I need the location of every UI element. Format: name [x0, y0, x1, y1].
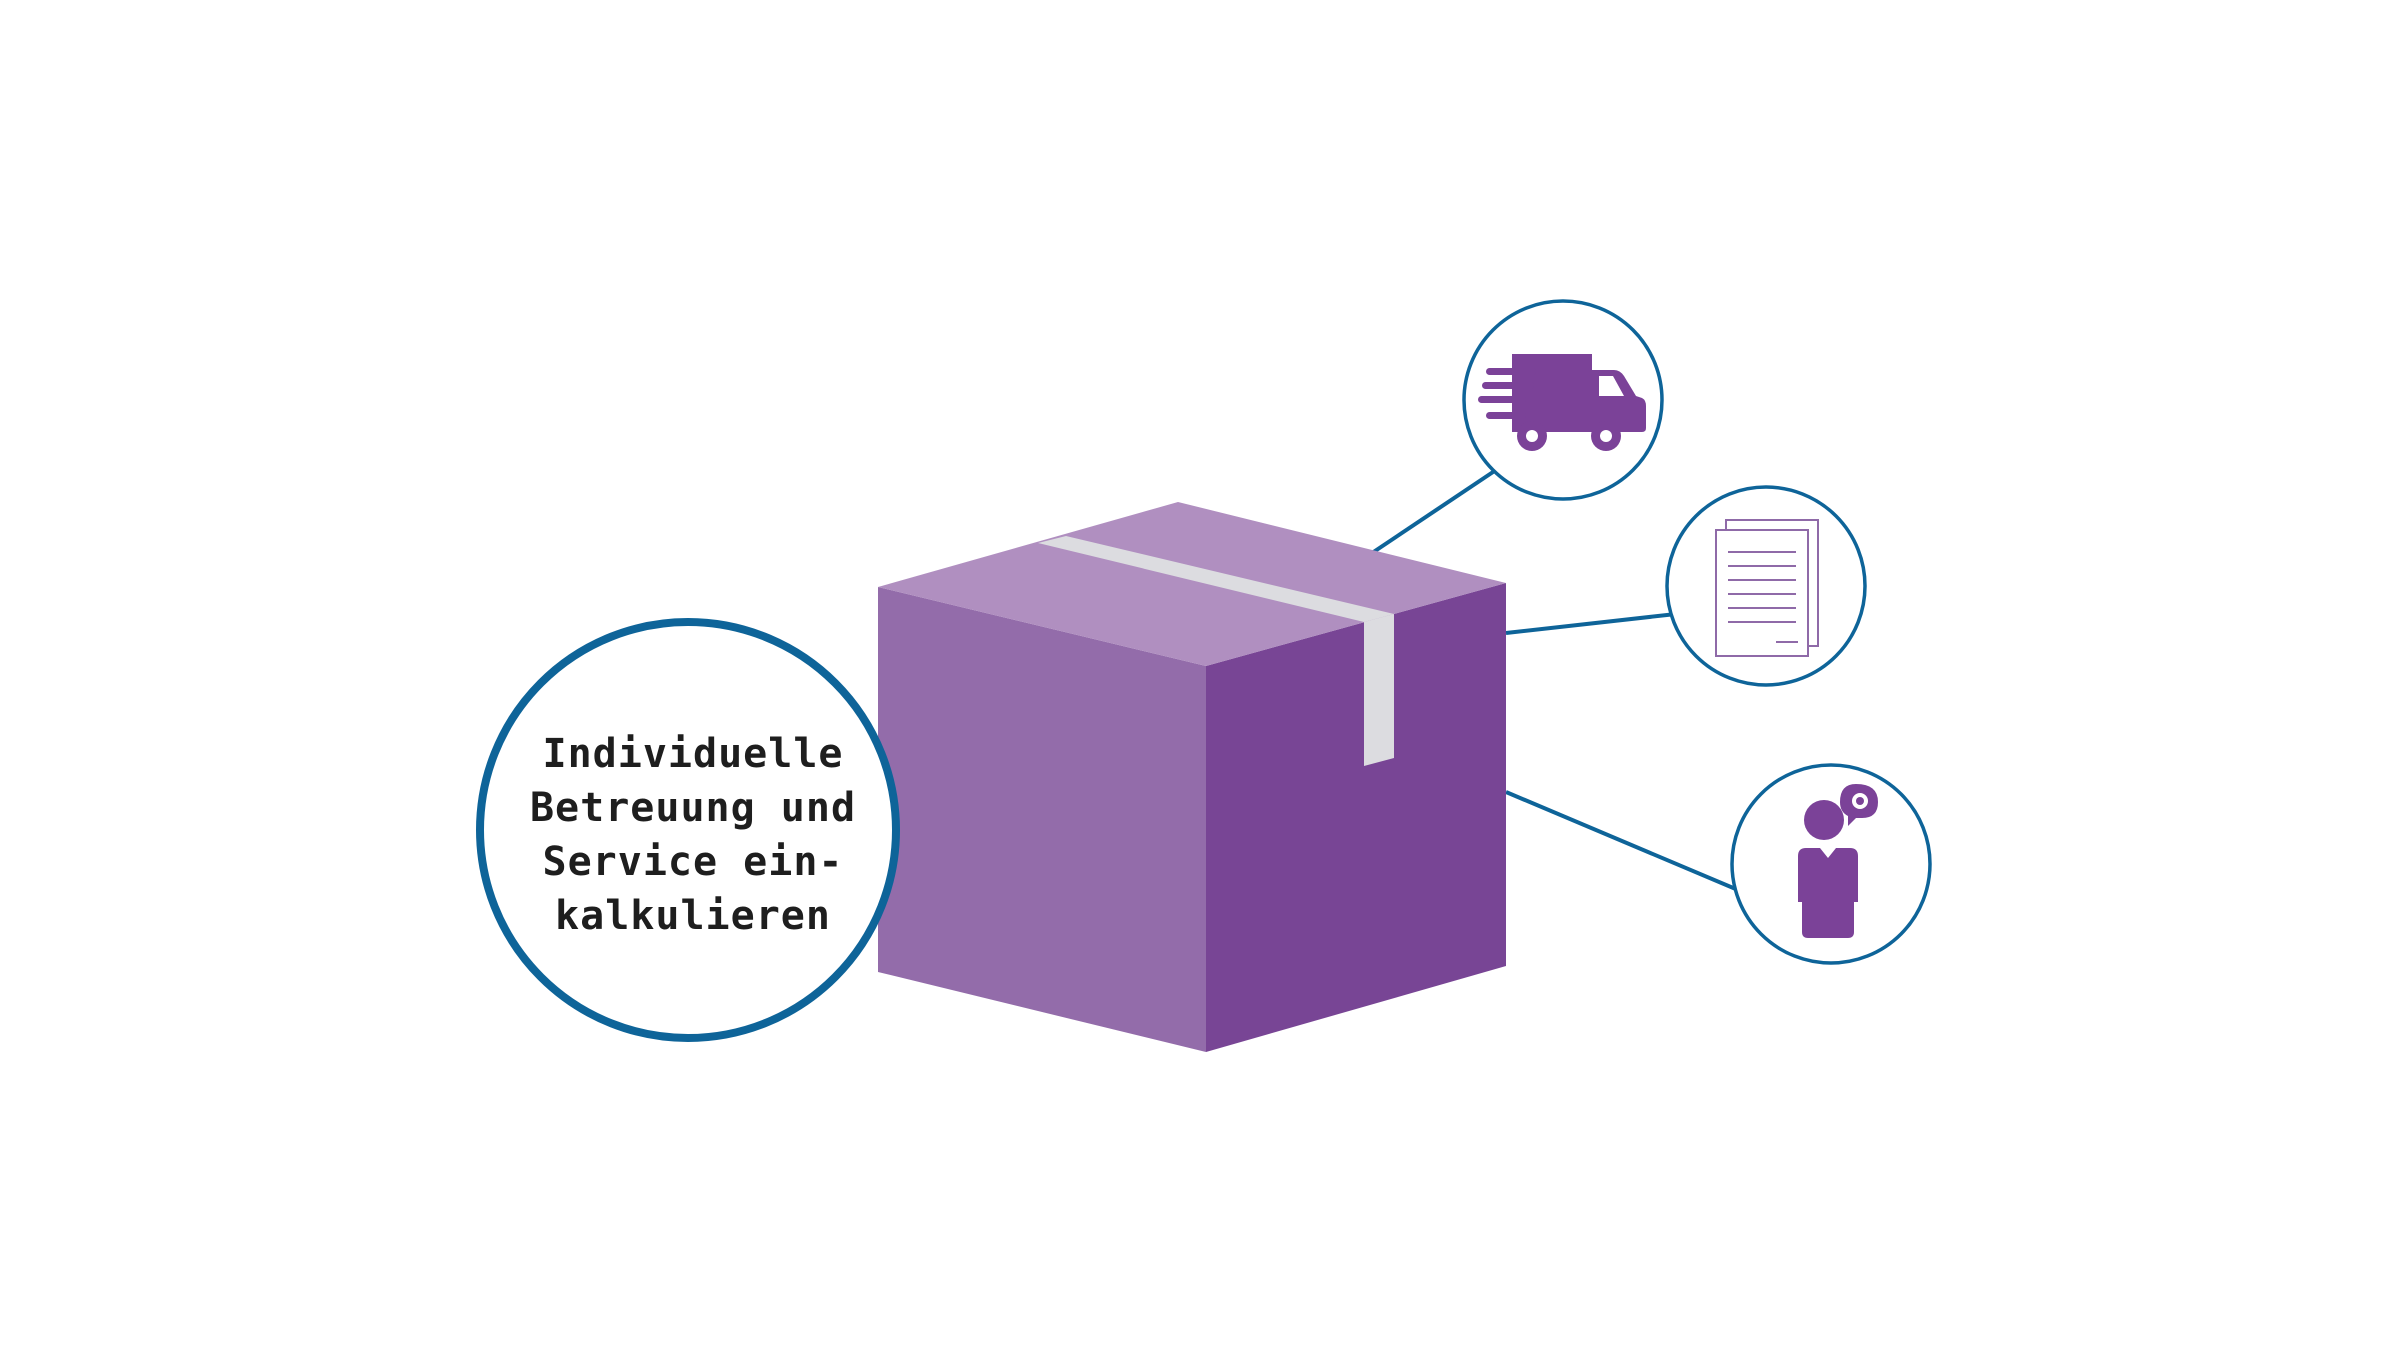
- documents-icon-circle: [1665, 485, 1867, 687]
- box-left-face: [878, 587, 1206, 1052]
- connector-support: [1505, 790, 1739, 892]
- box-top-face: [878, 502, 1506, 666]
- delivery-truck-icon: [1478, 354, 1646, 451]
- callout-text: Individuelle Betreuung und Service ein- …: [529, 731, 857, 939]
- package-box-illustration: [878, 502, 1506, 1052]
- support-icon-circle: [1730, 763, 1932, 965]
- box-tape-side: [1364, 614, 1394, 766]
- callout-circle: [476, 618, 900, 1042]
- box-right-face: [1206, 583, 1506, 1052]
- delivery-icon-circle: [1462, 299, 1664, 501]
- box-tape-top: [1038, 536, 1394, 622]
- documents-icon: [1715, 519, 1819, 657]
- connector-delivery: [1370, 468, 1498, 555]
- support-person-icon: [1798, 784, 1878, 938]
- connector-lines: [1370, 468, 1739, 892]
- connector-documents: [1505, 612, 1677, 635]
- callout-text-box: Individuelle Betreuung und Service ein- …: [483, 625, 903, 1045]
